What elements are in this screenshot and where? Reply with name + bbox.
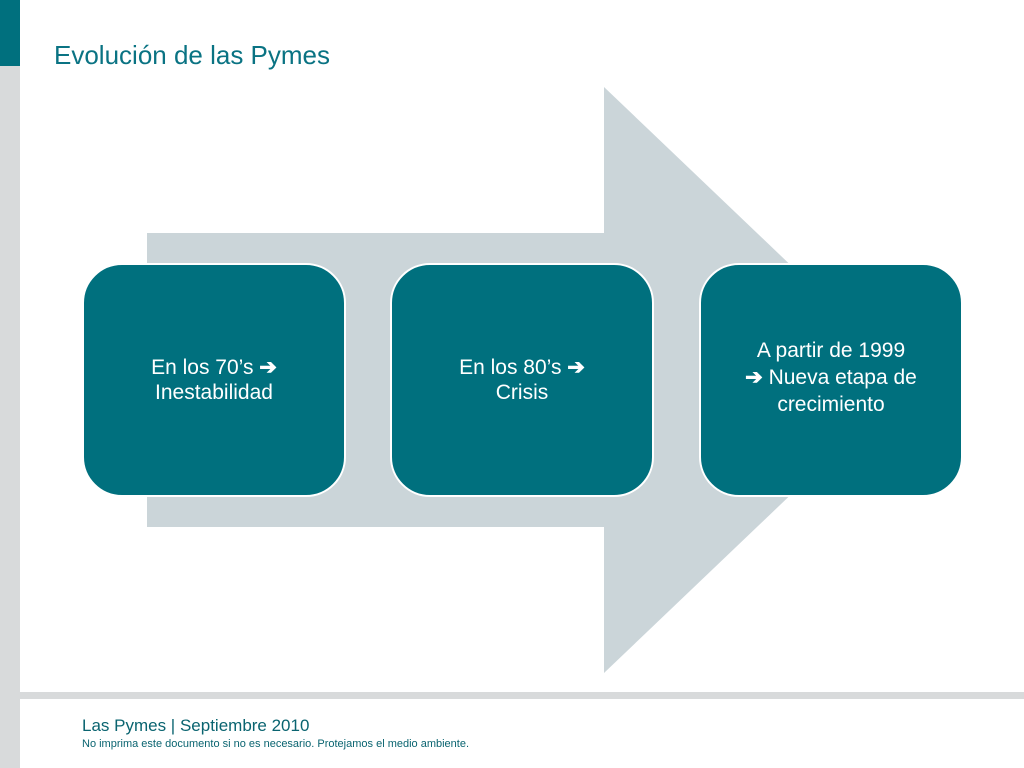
stage-70s-label: En los 70’s: [151, 356, 254, 379]
left-accent-block: [0, 0, 20, 66]
stage-box-1999: A partir de 1999 ➔ Nueva etapa de crecim…: [699, 263, 963, 497]
arrow-right-icon: ➔: [259, 356, 277, 379]
stage-box-70s: En los 70’s ➔ Inestabilidad: [82, 263, 346, 497]
stage-80s-value: Crisis: [495, 381, 549, 404]
arrow-right-icon: ➔: [745, 366, 763, 389]
footer-title: Las Pymes | Septiembre 2010: [82, 716, 310, 735]
footer-divider: [20, 692, 1024, 699]
stage-box-80s: En los 80’s ➔ Crisis: [390, 263, 654, 497]
left-sidebar-bar: [0, 0, 20, 768]
stage-1999-label: A partir de 1999: [756, 339, 906, 362]
stage-1999-value: Nueva etapa de crecimiento: [768, 366, 917, 416]
footer-note: No imprima este documento si no es neces…: [82, 738, 470, 750]
slide-title: Evolución de las Pymes: [54, 40, 331, 70]
stage-80s-label: En los 80’s: [459, 356, 562, 379]
arrow-right-icon: ➔: [567, 356, 585, 379]
stage-70s-value: Inestabilidad: [155, 381, 273, 404]
